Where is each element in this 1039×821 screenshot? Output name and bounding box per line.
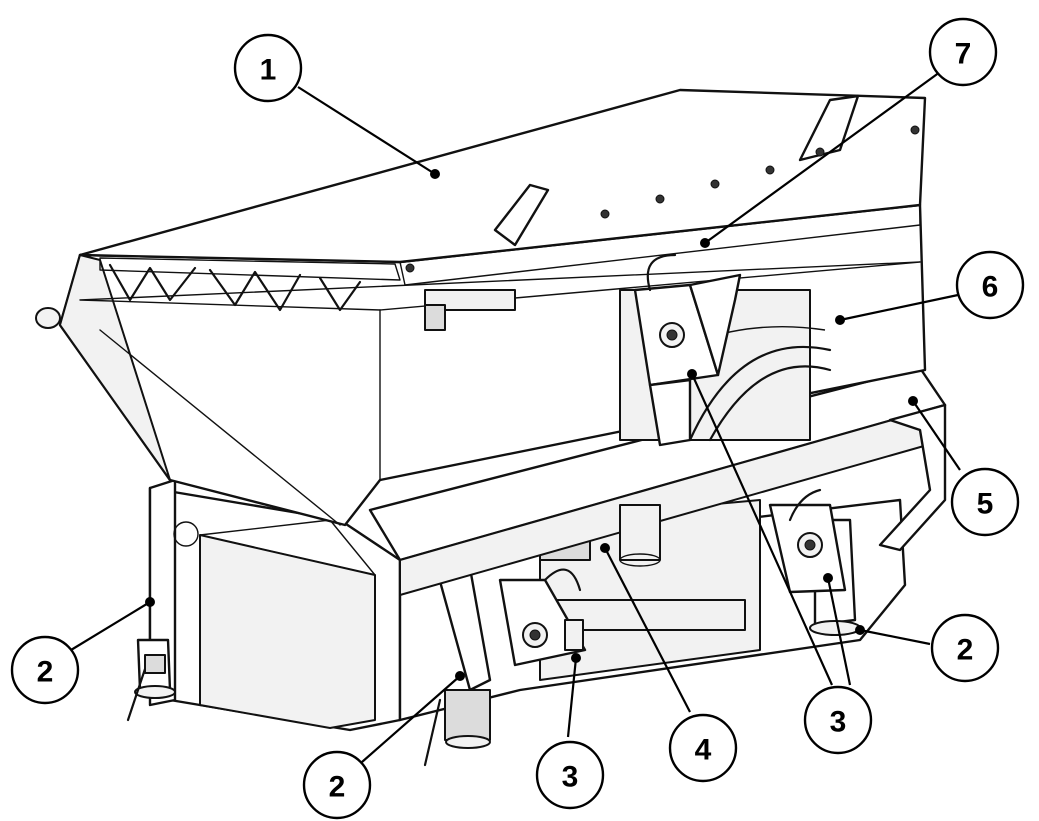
callout-label: 5 bbox=[977, 488, 994, 521]
central-cylinder bbox=[619, 504, 661, 567]
callout-2-left: 2 bbox=[10, 635, 80, 705]
callout-2-right: 2 bbox=[930, 613, 1000, 683]
callout-label: 2 bbox=[329, 771, 346, 804]
callout-2-center: 2 bbox=[302, 750, 372, 820]
callout-1: 1 bbox=[233, 33, 303, 103]
callout-label: 6 bbox=[982, 271, 999, 304]
callout-label: 3 bbox=[562, 761, 579, 794]
callout-7: 7 bbox=[928, 17, 998, 87]
callout-label: 4 bbox=[695, 734, 712, 767]
callout-6: 6 bbox=[955, 250, 1025, 320]
callout-label: 1 bbox=[260, 54, 277, 87]
callout-label: 2 bbox=[957, 634, 974, 667]
callout-3-bottom: 3 bbox=[535, 740, 605, 810]
callout-5: 5 bbox=[950, 467, 1020, 537]
adjustment-levers bbox=[498, 253, 847, 667]
callout-label: 7 bbox=[955, 38, 972, 71]
leader-lines bbox=[70, 71, 961, 763]
callout-4: 4 bbox=[668, 713, 738, 783]
callout-3-right: 3 bbox=[803, 685, 873, 755]
hopper-lid bbox=[35, 88, 927, 331]
callout-label: 3 bbox=[830, 706, 847, 739]
callout-label: 2 bbox=[37, 656, 54, 689]
